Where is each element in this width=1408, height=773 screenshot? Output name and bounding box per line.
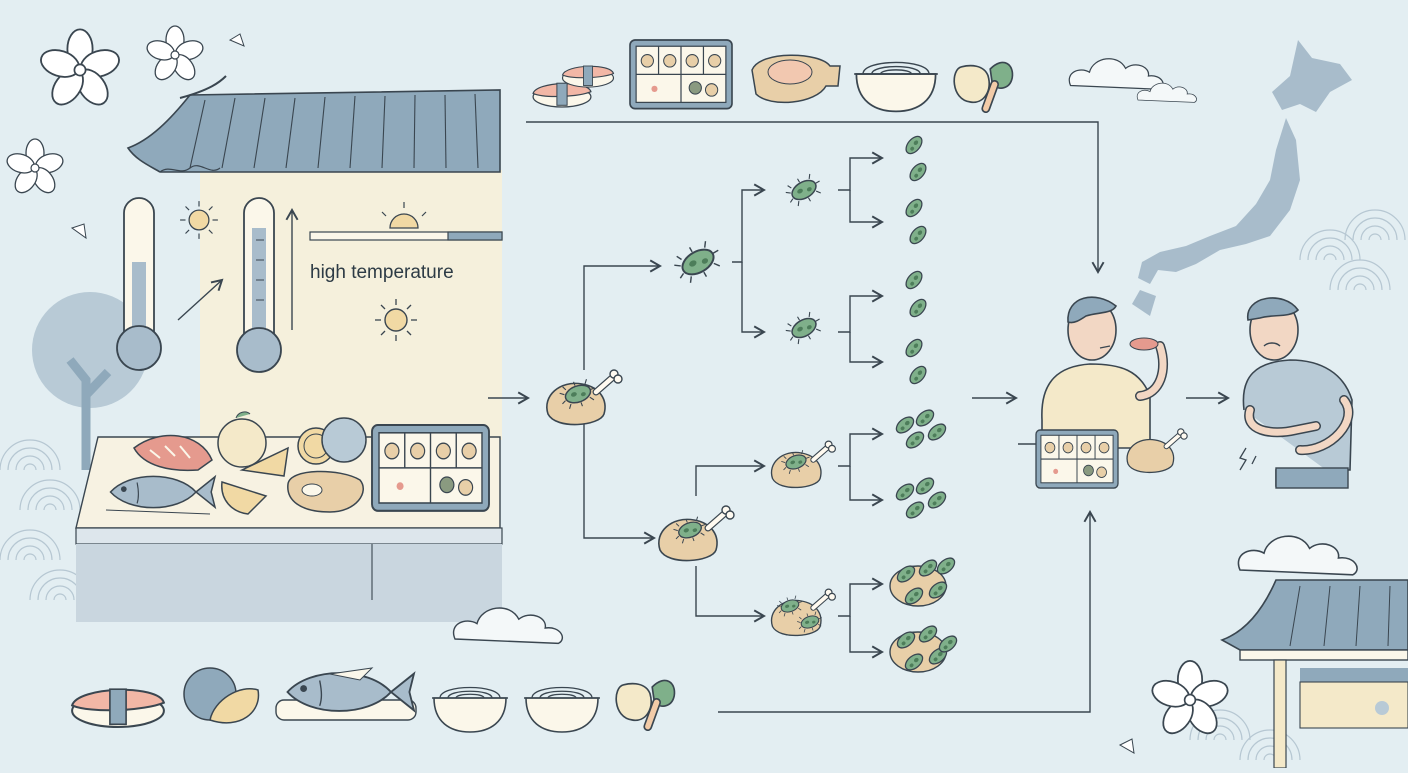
melon-icon <box>183 667 260 724</box>
chicken-drumstick-icon <box>547 370 622 425</box>
fish-icon <box>105 434 216 515</box>
citrus-icon <box>217 411 367 515</box>
flow-arrows <box>488 121 1230 713</box>
sushi-icon <box>532 65 615 108</box>
meat-steak-icon <box>287 470 364 513</box>
thermometer-icon <box>116 197 503 373</box>
fish-icon <box>275 667 417 721</box>
person-stomach-ache-icon <box>1239 297 1354 489</box>
bottom-food-row <box>71 607 674 733</box>
cherry-blossom-icon <box>3 25 1232 754</box>
noodle-bowl-icon <box>523 686 601 733</box>
chicken-drumstick-icon <box>659 441 836 635</box>
japanese-roof-icon <box>1220 535 1408 769</box>
contaminated-chicken-cluster <box>889 554 961 674</box>
sun-icon <box>179 200 427 342</box>
top-food-row <box>532 39 1197 113</box>
cloud-icon <box>1068 58 1164 90</box>
vegetables-icon <box>954 62 1012 108</box>
person-eating-icon <box>1035 296 1187 489</box>
meat-steak-icon <box>751 54 841 104</box>
japan-map-icon <box>1132 40 1352 316</box>
counter-food <box>105 411 491 515</box>
noodle-bowl-icon <box>853 61 939 113</box>
bacteria-growth <box>547 132 961 674</box>
vegetables-icon <box>616 680 674 726</box>
bacteria-clusters <box>892 132 950 522</box>
tree-icon <box>32 292 148 470</box>
noodle-bowl-icon <box>431 686 509 733</box>
bento-box-icon <box>629 39 733 110</box>
bacterium-icon <box>668 234 728 290</box>
bento-box-icon <box>370 423 491 512</box>
temperature-label: high temperature <box>310 262 454 283</box>
sushi-icon <box>71 688 165 729</box>
